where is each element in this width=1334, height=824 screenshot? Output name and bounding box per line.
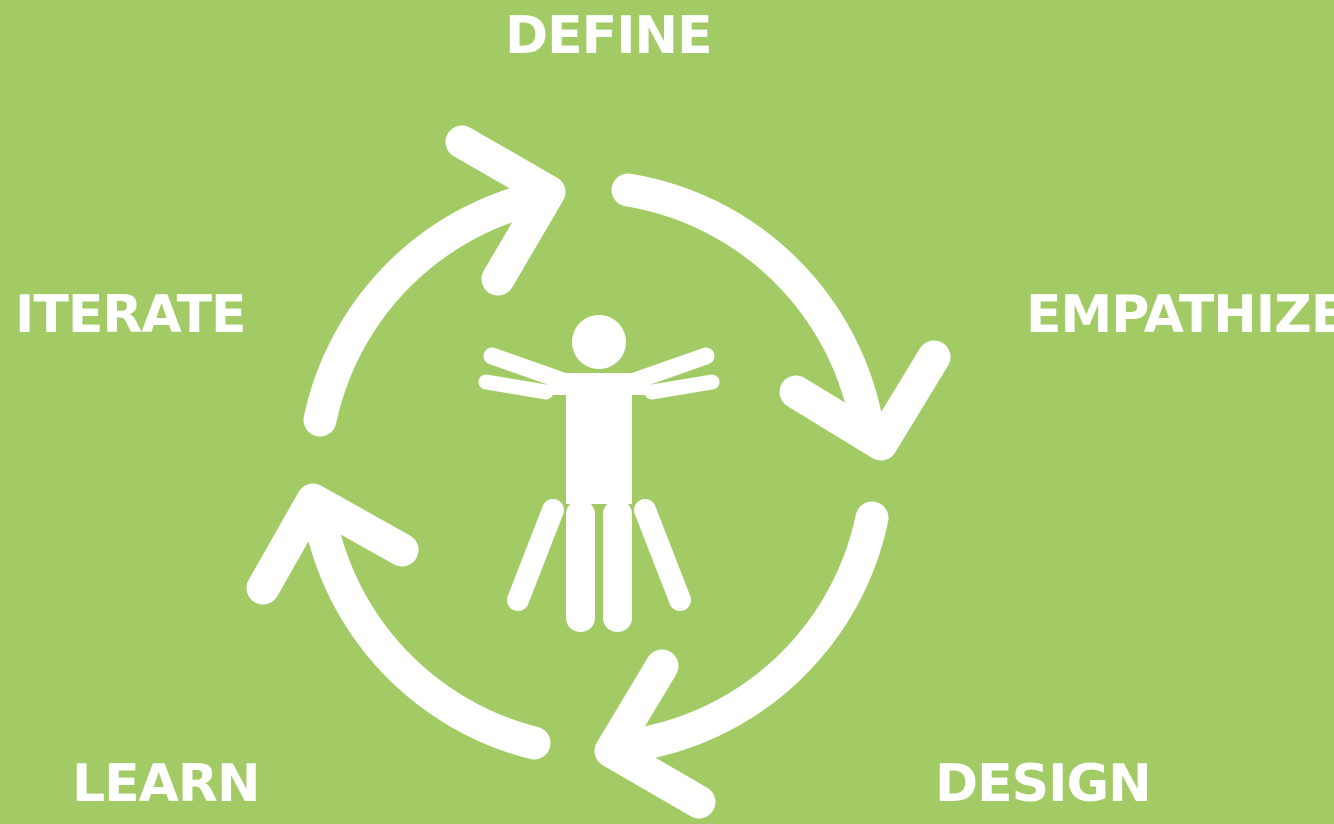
arrow-define-to-empathize [611,173,951,461]
arrow-empathize-to-design [594,501,889,819]
stage-label-learn: LEARN [72,754,260,814]
arrow-iterate-to-define [303,125,566,437]
stage-label-iterate: ITERATE [15,285,247,345]
stage-label-design: DESIGN [935,754,1152,814]
stage-label-define: DEFINE [505,6,713,66]
stage-label-empathize: EMPATHIZE [1026,285,1334,345]
person-icon [478,315,720,632]
arrow-design-to-learn [246,483,551,760]
